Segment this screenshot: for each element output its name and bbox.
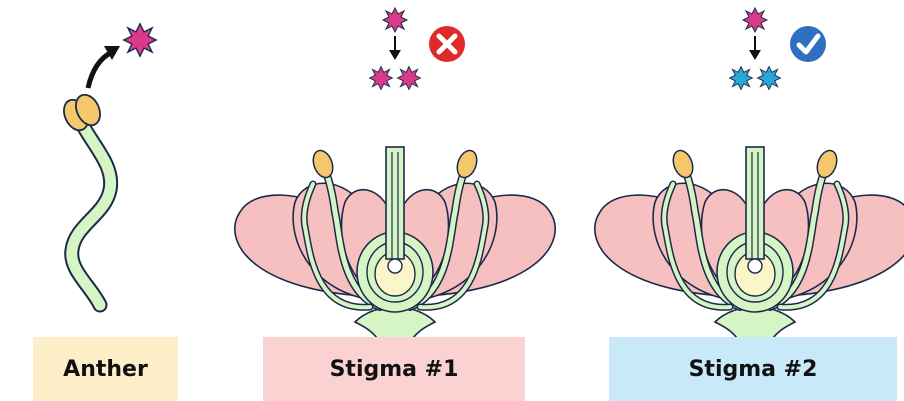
stigma-lobe-icon bbox=[398, 67, 421, 90]
check-mark-icon bbox=[790, 26, 826, 62]
stigma-lobe-icon bbox=[758, 67, 781, 90]
stigma-2-label: Stigma #2 bbox=[609, 337, 897, 401]
stigma-1-flower bbox=[235, 147, 555, 362]
incoming-pollen-icon bbox=[383, 8, 407, 32]
down-arrow-icon bbox=[389, 50, 401, 60]
anther-illustration bbox=[59, 24, 156, 305]
anther-label: Anther bbox=[33, 337, 178, 401]
curved-arrow-icon bbox=[88, 52, 112, 88]
stigma-lobe-icon bbox=[730, 67, 753, 90]
pollen-grain-icon bbox=[124, 24, 156, 56]
stigma-2-flower bbox=[595, 147, 904, 362]
down-arrow-icon bbox=[749, 50, 761, 60]
x-mark-icon bbox=[429, 26, 465, 62]
stigma-1-label: Stigma #1 bbox=[263, 337, 525, 401]
stigma-lobe-icon bbox=[370, 67, 393, 90]
incoming-pollen-icon bbox=[743, 8, 767, 32]
